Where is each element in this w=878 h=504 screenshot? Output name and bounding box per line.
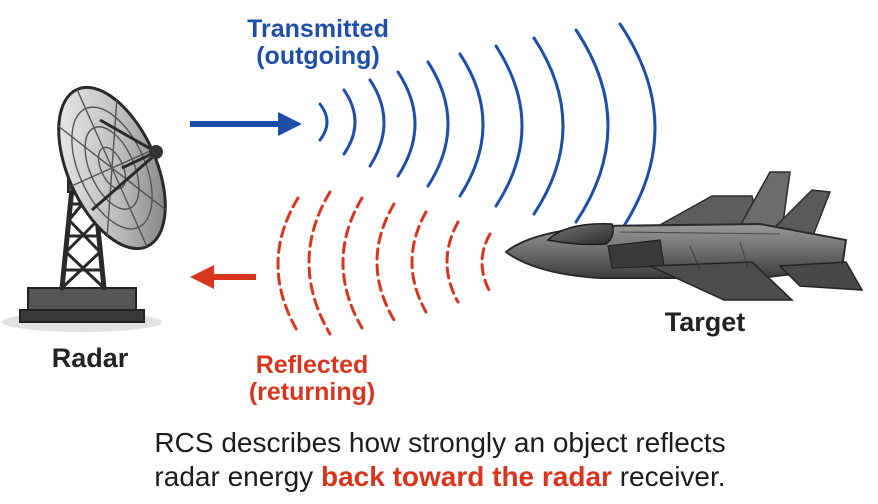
radar-label: Radar — [51, 343, 129, 373]
transmitted-label-line2: (outgoing) — [256, 42, 380, 70]
reflected-label-line1: Reflected — [255, 351, 369, 379]
reflected-label-line2: (returning) — [248, 378, 376, 406]
transmitted-label-line1: Transmitted — [247, 15, 389, 43]
reflected-arrow-icon — [190, 265, 256, 289]
caption-line2-before: radar energy — [154, 461, 321, 493]
caption-highlight: back toward the radar — [320, 461, 612, 493]
reflected-label: Reflected (returning) — [222, 352, 402, 406]
caption-line2: radar energy back toward the radar recei… — [100, 460, 780, 494]
reflected-waves — [276, 190, 492, 336]
fighter-jet-icon — [504, 171, 864, 301]
caption-line2-after: receiver. — [611, 461, 726, 493]
caption-line1: RCS describes how strongly an object ref… — [154, 427, 726, 458]
target-label: Target — [664, 307, 746, 337]
radar-dish-icon — [2, 85, 167, 332]
caption: RCS describes how strongly an object ref… — [100, 426, 780, 494]
transmitted-waves — [318, 22, 657, 234]
transmitted-label: Transmitted (outgoing) — [228, 16, 408, 70]
transmitted-arrow-icon — [190, 112, 302, 136]
